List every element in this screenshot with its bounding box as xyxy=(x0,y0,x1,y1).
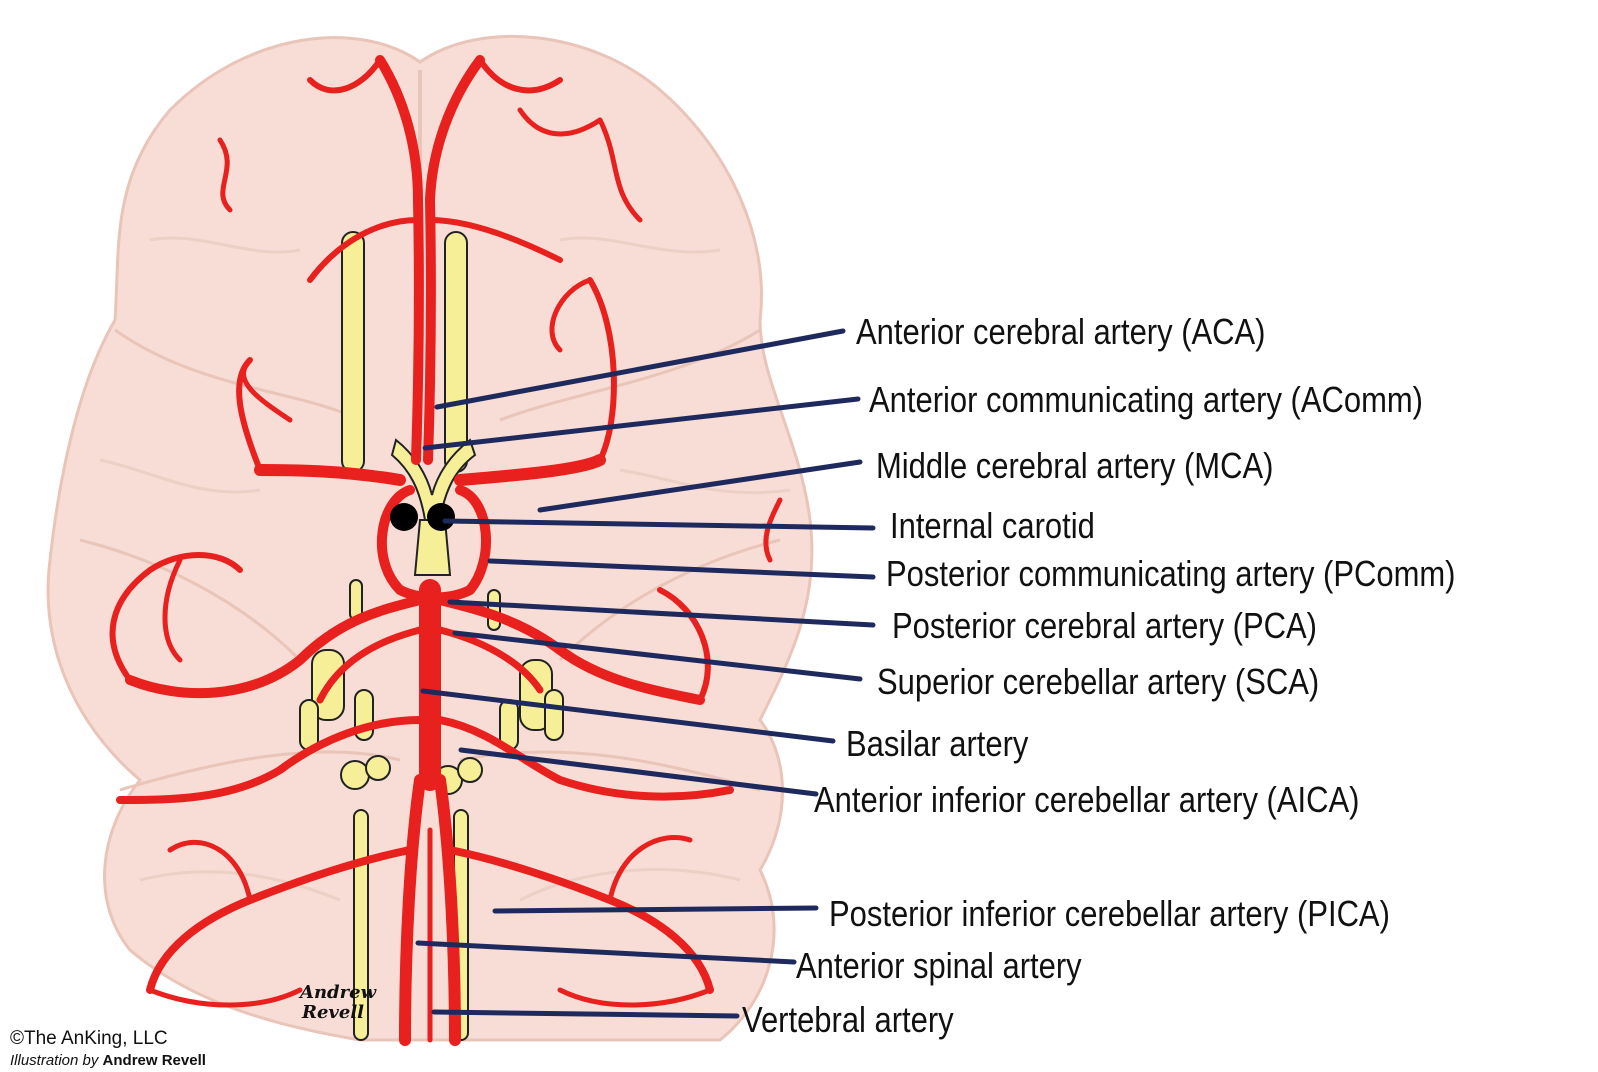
leader-acomm xyxy=(422,396,861,451)
nerve-left-4 xyxy=(340,760,370,790)
internal-carotid-right-dot xyxy=(427,503,455,531)
mca-left xyxy=(254,464,406,486)
vertebral-left xyxy=(399,774,426,1046)
olfactory-tract-right xyxy=(444,231,468,473)
label-mca: Middle cerebral artery (MCA) xyxy=(876,445,1274,486)
vertebral-right xyxy=(434,774,461,1046)
leader-mca xyxy=(537,459,863,513)
label-anterior-spinal: Anterior spinal artery xyxy=(796,945,1082,986)
label-aca: Anterior cerebral artery (ACA) xyxy=(856,311,1266,352)
pca-right xyxy=(435,595,705,705)
aica-right xyxy=(436,716,734,801)
copyright-text: ©The AnKing, LLC xyxy=(10,1028,168,1049)
leader-pcomm xyxy=(487,558,876,580)
label-pcomm: Posterior communicating artery (PComm) xyxy=(886,553,1456,594)
leader-basilar xyxy=(420,688,836,744)
label-aica: Anterior inferior cerebellar artery (AIC… xyxy=(814,779,1360,820)
illustration-credit: Illustration by Andrew Revell xyxy=(10,1052,206,1069)
olfactory-tract-left xyxy=(341,231,365,473)
leader-pca xyxy=(447,599,876,628)
signature-line2: Revell xyxy=(301,1002,364,1023)
artist-signature: Andrew Revell xyxy=(298,982,378,1023)
nerve-left-long xyxy=(353,809,369,1041)
credit-prefix: Illustration by xyxy=(10,1052,99,1069)
nerve-right-3 xyxy=(544,689,564,741)
leader-vert xyxy=(431,1009,740,1019)
nerve-left-2 xyxy=(299,699,319,751)
label-internal-carotid: Internal carotid xyxy=(890,505,1095,546)
pca-left xyxy=(125,595,425,699)
mca-right xyxy=(454,454,606,486)
sca-left xyxy=(316,626,424,704)
aica-left xyxy=(116,716,424,804)
leader-sca xyxy=(452,630,863,682)
label-pica: Posterior inferior cerebellar artery (PI… xyxy=(829,893,1390,934)
signature-line1: Andrew xyxy=(298,982,378,1003)
leader-aica xyxy=(458,747,819,797)
label-pca: Posterior cerebral artery (PCA) xyxy=(892,605,1317,646)
leader-pica xyxy=(492,905,819,914)
nerve-left-5 xyxy=(365,755,391,781)
credit-name: Andrew Revell xyxy=(102,1052,206,1069)
label-acomm: Anterior communicating artery (AComm) xyxy=(869,379,1423,420)
leader-lines xyxy=(415,328,876,1019)
leader-aca xyxy=(434,328,846,410)
leader-ic xyxy=(442,518,876,531)
leader-asa xyxy=(415,940,797,965)
internal-carotid-left-dot xyxy=(390,503,418,531)
label-basilar: Basilar artery xyxy=(846,723,1029,764)
nerve-right-5 xyxy=(457,757,483,783)
label-sca: Superior cerebellar artery (SCA) xyxy=(877,661,1320,702)
label-vertebral: Vertebral artery xyxy=(742,999,954,1040)
